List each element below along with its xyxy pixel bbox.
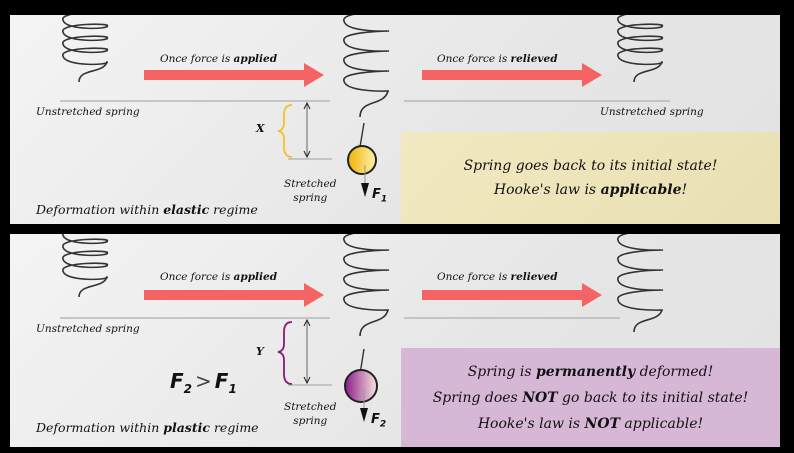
unstretched-spring-left bbox=[62, 15, 108, 83]
message-bold: NOT bbox=[584, 415, 620, 432]
message-line: Spring is permanently deformed! bbox=[468, 359, 714, 385]
stretched-label: Stretched spring bbox=[284, 177, 336, 205]
stretched-line-2: spring bbox=[293, 415, 328, 427]
message-text: ! bbox=[681, 182, 688, 198]
message-line: Spring does NOT go back to its initial s… bbox=[433, 385, 749, 411]
applied-prefix: Once force is bbox=[160, 271, 234, 283]
unstretched-spring-right bbox=[617, 15, 663, 83]
message-bold: NOT bbox=[522, 389, 558, 406]
force-inequality: F2>F1 bbox=[170, 369, 237, 396]
mass-ball bbox=[344, 369, 378, 403]
force-sub: 2 bbox=[379, 419, 387, 430]
message-text: Spring is bbox=[467, 363, 536, 380]
ineq-right: F bbox=[214, 369, 229, 393]
extension-brace bbox=[277, 104, 293, 158]
plastic-diagram bbox=[60, 234, 663, 422]
ineq-right-sub: 1 bbox=[228, 382, 237, 396]
spring-coil bbox=[343, 234, 389, 337]
unstretched-left-label: Unstretched spring bbox=[36, 106, 140, 118]
caption-prefix: Deformation within bbox=[36, 202, 164, 217]
extension-label: X bbox=[256, 122, 265, 135]
unstretched-left-label: Unstretched spring bbox=[36, 323, 140, 335]
stretched-line-1: Stretched bbox=[284, 178, 337, 190]
relieved-arrow-shaft bbox=[422, 290, 582, 300]
caption-suffix: regime bbox=[209, 202, 258, 217]
force-sub: 1 bbox=[380, 194, 388, 205]
relieved-bold: relieved bbox=[510, 271, 558, 283]
deformed-spring-right bbox=[617, 234, 663, 333]
stretched-label: Stretched spring bbox=[284, 400, 336, 428]
message-text: Spring goes back to its initial state! bbox=[463, 158, 718, 174]
applied-bold: applied bbox=[233, 53, 278, 65]
relieved-arrow-head bbox=[582, 63, 602, 87]
spring-coil bbox=[617, 234, 663, 333]
relieved-bold: relieved bbox=[510, 53, 558, 65]
message-text: Hooke's law is bbox=[477, 415, 585, 432]
applied-prefix: Once force is bbox=[160, 53, 234, 65]
message-bold: permanently bbox=[535, 363, 636, 380]
force-label: F2 bbox=[371, 412, 386, 430]
caption-bold: elastic bbox=[163, 202, 210, 217]
applied-bold: applied bbox=[233, 271, 278, 283]
caption-prefix: Deformation within bbox=[36, 420, 164, 435]
force-base: F bbox=[371, 412, 380, 427]
relieved-label: Once force is relieved bbox=[437, 53, 558, 65]
mass-ball bbox=[347, 145, 377, 175]
stretched-line-1: Stretched bbox=[284, 401, 337, 413]
relieved-prefix: Once force is bbox=[437, 271, 511, 283]
stretched-spring bbox=[343, 15, 389, 118]
plastic-regime-panel: Unstretched spring Once force is applied… bbox=[10, 234, 780, 447]
regime-caption: Deformation within elastic regime bbox=[36, 202, 258, 217]
unstretched-right-label: Unstretched spring bbox=[600, 106, 704, 118]
message-text: deformed! bbox=[635, 363, 714, 380]
caption-bold: plastic bbox=[163, 420, 210, 435]
ineq-left: F bbox=[170, 369, 184, 393]
relieved-prefix: Once force is bbox=[437, 53, 511, 65]
relieved-arrow-shaft bbox=[422, 70, 582, 80]
ineq-left-sub: 2 bbox=[183, 382, 193, 396]
relieved-arrow-head bbox=[582, 283, 602, 307]
force-label: F1 bbox=[372, 187, 387, 205]
applied-arrow-shaft bbox=[144, 290, 304, 300]
spring-coil bbox=[343, 15, 389, 118]
elastic-diagram bbox=[60, 15, 670, 197]
caption-suffix: regime bbox=[209, 420, 259, 435]
message-bold: applicable bbox=[600, 182, 682, 198]
string-to-mass bbox=[359, 122, 365, 148]
elastic-regime-panel: Unstretched spring Once force is applied… bbox=[10, 15, 780, 224]
stretched-spring bbox=[343, 234, 389, 337]
spring-coil bbox=[62, 234, 108, 298]
force-arrow-head bbox=[360, 408, 368, 422]
relieved-label: Once force is relieved bbox=[437, 271, 558, 283]
applied-label: Once force is applied bbox=[160, 271, 277, 283]
extension-brace bbox=[277, 321, 293, 385]
force-base: F bbox=[372, 187, 381, 202]
unstretched-spring-left bbox=[62, 234, 108, 298]
message-text: Spring does bbox=[432, 389, 523, 406]
applied-arrow-head bbox=[304, 63, 324, 87]
spring-coil bbox=[62, 15, 108, 83]
regime-caption: Deformation within plastic regime bbox=[36, 420, 259, 435]
applied-arrow-head bbox=[304, 283, 324, 307]
message-line: Spring goes back to its initial state! bbox=[464, 154, 718, 178]
message-text: Hooke's law is bbox=[493, 182, 601, 198]
message-text: applicable! bbox=[619, 415, 704, 432]
applied-label: Once force is applied bbox=[160, 53, 277, 65]
applied-arrow-shaft bbox=[144, 70, 304, 80]
force-arrow-head bbox=[361, 183, 369, 197]
extension-label: Y bbox=[256, 345, 264, 358]
stretched-line-2: spring bbox=[293, 192, 328, 204]
message-line: Hooke's law is applicable! bbox=[494, 178, 687, 202]
result-message-box: Spring is permanently deformed! Spring d… bbox=[401, 348, 780, 447]
result-message-box: Spring goes back to its initial state! H… bbox=[401, 132, 780, 224]
spring-coil bbox=[617, 15, 663, 83]
message-line: Hooke's law is NOT applicable! bbox=[478, 411, 703, 437]
ineq-op: > bbox=[195, 369, 212, 393]
message-text: go back to its initial state! bbox=[557, 389, 749, 406]
